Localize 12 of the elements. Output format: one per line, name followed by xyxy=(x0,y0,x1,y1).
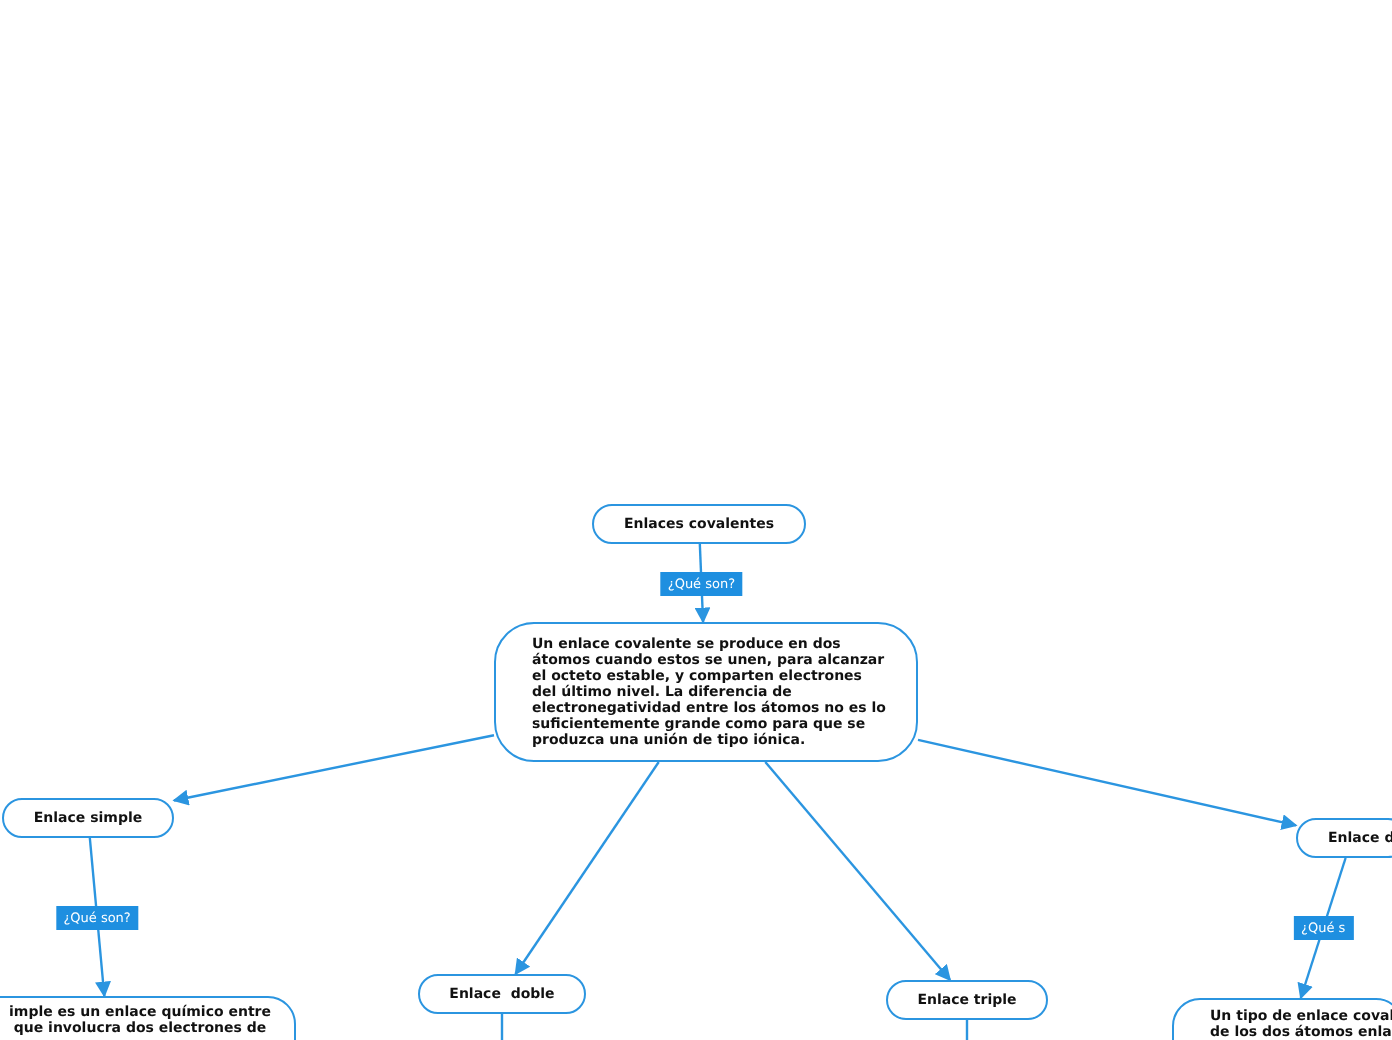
arrow xyxy=(764,761,952,982)
arrow xyxy=(514,761,660,976)
arrow xyxy=(172,734,495,806)
concept-box xyxy=(592,504,806,544)
connector-line xyxy=(965,1020,969,1040)
arrow xyxy=(917,738,1298,830)
text-box xyxy=(494,622,918,762)
concept-box xyxy=(418,974,586,1014)
connector-line xyxy=(500,1014,504,1040)
concept-box xyxy=(2,798,174,838)
concept-box xyxy=(1296,818,1392,858)
concept-box xyxy=(886,980,1048,1020)
